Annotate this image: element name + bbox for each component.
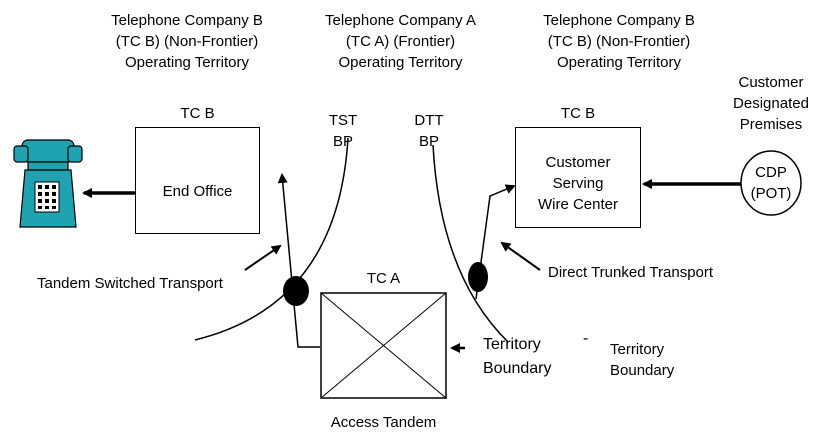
tst-boundary-point (283, 276, 309, 306)
direct-trunked-pointer-arrow (500, 241, 541, 271)
region-left-title: Telephone Company B(TC B) (Non-Frontier)… (111, 12, 263, 71)
region-center-title: Telephone Company A(TC A) (Frontier)Oper… (325, 12, 476, 71)
end-office-header: TC B (180, 105, 215, 122)
access-tandem-header: TC A (366, 270, 401, 287)
cdp-label: CDP(POT) (750, 164, 792, 202)
serving-wire-center-box (515, 127, 641, 228)
region-right-title: Telephone Company B(TC B) (Non-Frontier)… (543, 12, 695, 71)
tandem-switched-pointer-arrow (244, 244, 282, 271)
tandem-switched-transport-label: Tandem Switched Transport (37, 275, 223, 292)
tst-boundary-curve (194, 137, 349, 341)
wire-center-header: TC B (560, 105, 596, 122)
end-office-box (135, 127, 260, 234)
direct-trunked-transport-label: Direct Trunked Transport (548, 264, 714, 281)
dtt-boundary-point (468, 262, 488, 292)
end-office-label: End Office (162, 183, 233, 200)
telephone-icon (13, 139, 83, 228)
access-tandem-box (320, 292, 447, 399)
dtt-boundary-curve (432, 144, 509, 343)
tandem-switched-route (277, 173, 320, 348)
boundary-dash: - (583, 330, 589, 347)
access-tandem-label: Access Tandem (330, 414, 437, 431)
